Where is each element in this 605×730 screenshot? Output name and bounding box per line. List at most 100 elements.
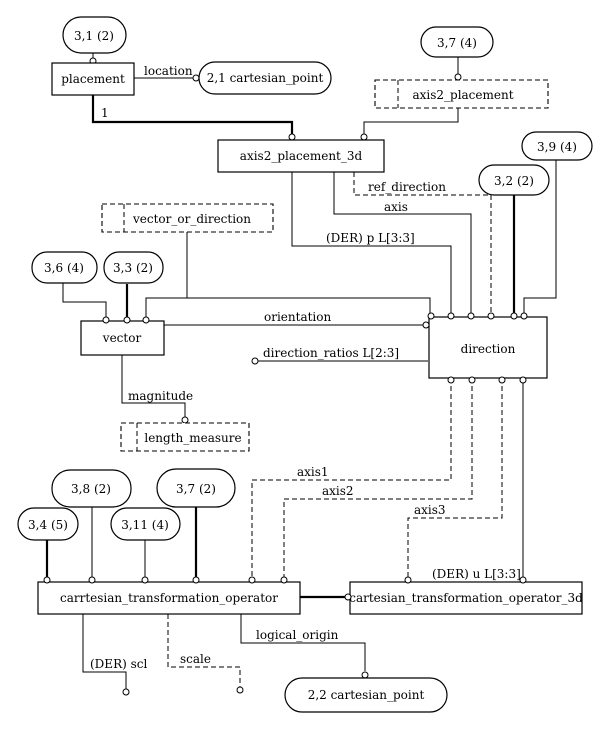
vector-in-dot-3 (142, 316, 150, 324)
ref-3-7b-label: 3,7 (2) (176, 482, 216, 496)
der-u-label: (DER) u L[3:3] (432, 567, 521, 581)
magnitude-label: magnitude (128, 389, 193, 403)
magnitude-dot (181, 416, 189, 424)
ref-3-8-oval (51, 469, 132, 508)
axis-label: axis (384, 200, 408, 214)
ref-3-3-label: 3,3 (2) (113, 261, 153, 275)
axis2-placement-label: axis2_placement (412, 88, 513, 102)
cto3d-subtype-dot (344, 593, 352, 601)
one-label: 1 (101, 106, 109, 120)
magnitude-link (121, 355, 186, 420)
direction-ratios-label: direction_ratios L[2:3] (263, 346, 399, 360)
direction-in-dot-4 (487, 312, 495, 320)
direction-in-dot-3 (467, 312, 475, 320)
vector-in-dot-1 (102, 316, 110, 324)
ref-direction-label: ref_direction (368, 180, 446, 194)
cto-in-dot-2 (88, 576, 96, 584)
direction-orientation-dot (422, 321, 430, 329)
ref-3-2-label: 3,2 (2) (494, 174, 534, 188)
direction-out-dot-3 (498, 376, 506, 384)
vector-box (80, 320, 165, 356)
cartesian-point-2-1-label: 2,1 cartesian_point (207, 71, 324, 85)
placement-subtype-link (91, 95, 294, 137)
cto3d-in-dot-1 (404, 576, 412, 584)
vector-or-direction-box (101, 203, 274, 233)
logical-origin-dot (361, 671, 369, 679)
ref-3-6-oval (31, 251, 98, 284)
axis2-placement-3d-box (217, 139, 385, 173)
ref-3-3-oval (103, 251, 164, 284)
axis2-link (283, 378, 473, 582)
direction-in-dot-6 (520, 312, 528, 320)
location-label: location (144, 64, 193, 78)
axis2-placement-3d-label: axis2_placement_3d (240, 149, 363, 163)
axis2-placement-link (363, 108, 459, 137)
direction-out-dot-1 (447, 376, 455, 384)
cto-label: carrtesian_transformation_operator (60, 591, 278, 605)
cartesian-point-2-1-oval (198, 61, 332, 95)
axis1-link (251, 378, 452, 582)
vector-or-direction-label: vector_or_direction (132, 212, 251, 226)
direction-in-dot-2 (447, 312, 455, 320)
vector-in-dot-2 (123, 316, 131, 324)
cto-in-dot-3 (141, 576, 149, 584)
axis2-placement-box (374, 79, 549, 109)
scale-label: scale (180, 652, 211, 666)
ref-3-8-label: 3,8 (2) (71, 482, 111, 496)
length-measure-label: length_measure (144, 431, 241, 445)
axis2-placement-dot (360, 133, 368, 141)
vector-or-direction-link-2 (187, 297, 431, 314)
cto-box (37, 581, 301, 615)
direction-out-dot-4 (519, 376, 527, 384)
cto-in-dot-1 (43, 576, 51, 584)
direction-box (428, 316, 548, 379)
cto-in-dot-4 (192, 576, 200, 584)
axis1-label: axis1 (297, 465, 329, 479)
ref-3-6-label: 3,6 (4) (44, 261, 84, 275)
ref-3-2-oval (478, 164, 550, 196)
ref-3-9-label: 3,9 (4) (537, 140, 577, 154)
axis2-label: axis2 (322, 484, 354, 498)
ref-3-9-oval (521, 131, 593, 161)
der-scl-link (82, 614, 127, 690)
scale-link (167, 614, 241, 688)
ref-3-4-label: 3,4 (5) (28, 518, 68, 532)
placement-box (51, 62, 135, 96)
der-scl-label: (DER) scl (90, 657, 147, 671)
direction-label: direction (461, 342, 516, 356)
cartesian-point-2-2-oval (284, 677, 448, 713)
ref-3-6-link (62, 282, 107, 318)
logical-origin-link (240, 614, 366, 671)
direction-in-dot-5 (510, 312, 518, 320)
direction-out-dot-2 (468, 376, 476, 384)
ref-3-4-oval (17, 507, 79, 541)
ref-3-7a-label: 3,7 (4) (437, 36, 477, 50)
ref-3-11-oval (110, 507, 181, 541)
cartesian-point-2-2-label: 2,2 cartesian_point (308, 688, 425, 702)
ref-direction-link (353, 172, 492, 314)
ref-3-1-label: 3,1 (2) (74, 29, 114, 43)
placement-label: placement (61, 72, 125, 86)
der-p-link (291, 172, 452, 314)
vector-or-direction-link (145, 232, 188, 318)
cto-in-dot-5 (248, 576, 256, 584)
ref-3-7b-oval (156, 468, 236, 508)
der-scl-dot (122, 688, 130, 696)
ref-3-9-link (523, 158, 557, 314)
cto-in-dot-6 (280, 576, 288, 584)
ref-3-7a-oval (420, 26, 494, 58)
length-measure-box (120, 422, 250, 452)
axis-link (333, 172, 472, 314)
ref-3-1-oval (62, 16, 127, 54)
location-dot (192, 74, 200, 82)
scale-dot (236, 686, 244, 694)
cto3d-in-dot-2 (519, 576, 527, 584)
der-p-label: (DER) p L[3:3] (326, 231, 415, 245)
axis3-label: axis3 (414, 503, 446, 517)
ref-3-7a-dot (454, 73, 462, 81)
logical-origin-label: logical_origin (256, 628, 339, 642)
orientation-label: orientation (264, 310, 331, 324)
cto3d-label: cartesian_transformation_operator_3d (349, 591, 583, 605)
direction-ratios-dot (251, 357, 259, 365)
